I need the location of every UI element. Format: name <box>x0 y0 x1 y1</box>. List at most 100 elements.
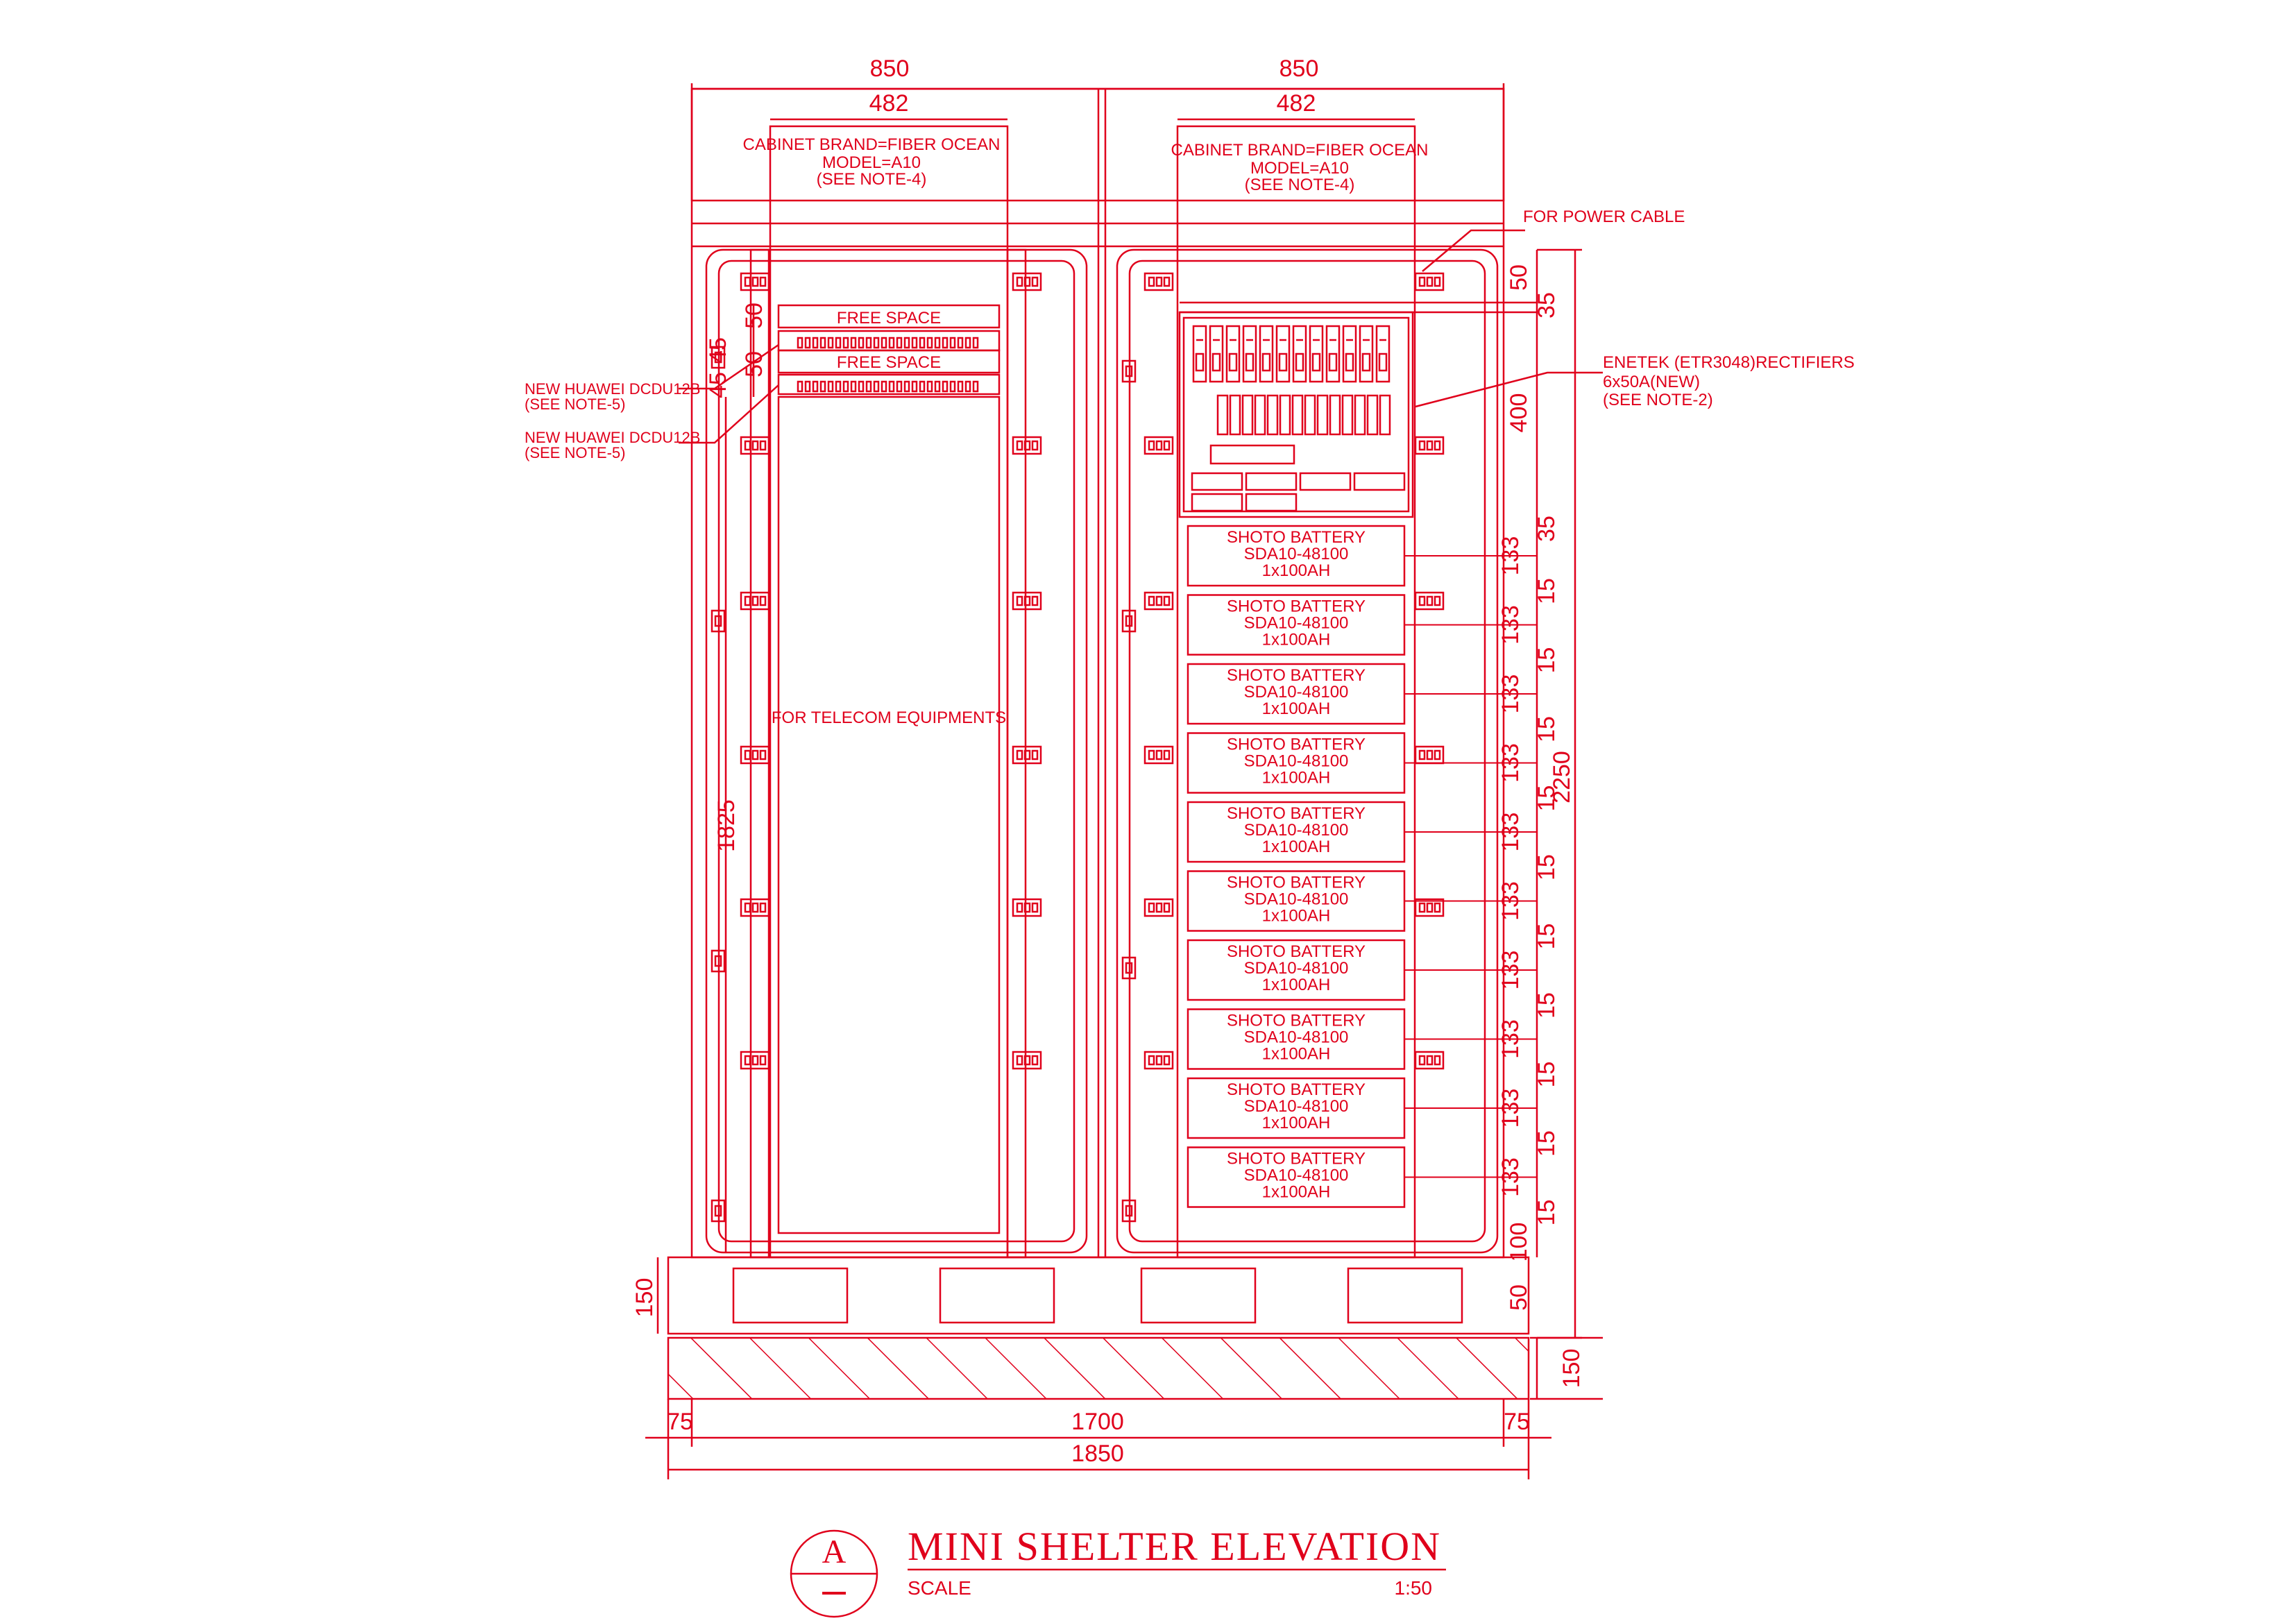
telecom-area-box <box>777 396 1001 1234</box>
drawing-title: MINI SHELTER ELEVATION <box>908 1524 1441 1569</box>
vent-grille-icon <box>1012 898 1042 917</box>
battery-label-line: SDA10-48100 <box>1244 614 1349 633</box>
leader-rectifiers <box>1415 371 1603 408</box>
battery-label-line: SHOTO BATTERY <box>1227 597 1366 616</box>
battery-label-line: SHOTO BATTERY <box>1227 942 1366 961</box>
battery-label-line: 1x100AH <box>1262 1114 1331 1132</box>
scale-value: 1:50 <box>1395 1577 1433 1599</box>
dim-2250: 2250 <box>1549 751 1575 804</box>
power-cable-label: FOR POWER CABLE <box>1523 207 1685 226</box>
vent-grille-icon <box>1414 591 1445 611</box>
svg-text:MODEL=A10: MODEL=A10 <box>822 153 921 172</box>
battery-label-line: SHOTO BATTERY <box>1227 1150 1366 1169</box>
vent-grille-icon <box>740 272 770 291</box>
dim-400: 400 <box>1506 393 1532 433</box>
scale-label: SCALE <box>908 1577 971 1599</box>
battery-label-line: 1x100AH <box>1262 699 1331 718</box>
battery-label-line: SHOTO BATTERY <box>1227 1080 1366 1099</box>
battery-label-line: SDA10-48100 <box>1244 545 1349 563</box>
dim-133: 133 <box>1497 951 1524 990</box>
battery-label-line: 1x100AH <box>1262 838 1331 856</box>
battery-label-line: SDA10-48100 <box>1244 1166 1349 1185</box>
dim-133: 133 <box>1497 1089 1524 1128</box>
dim-50-top-right: 50 <box>1506 264 1532 291</box>
dim-15: 15 <box>1533 785 1560 812</box>
battery-label-line: SDA10-48100 <box>1244 752 1349 771</box>
dim-133: 133 <box>1497 1157 1524 1197</box>
battery-label-line: SHOTO BATTERY <box>1227 528 1366 547</box>
svg-text:NEW HUAWEI DCDU12B: NEW HUAWEI DCDU12B <box>525 429 700 446</box>
vent-3 <box>1140 1267 1257 1324</box>
dim-75-right: 75 <box>1504 1409 1530 1435</box>
dim-15: 15 <box>1533 924 1560 950</box>
dim-150-base: 150 <box>631 1278 658 1318</box>
dim-133: 133 <box>1497 743 1524 783</box>
vent-grille-icon <box>1414 272 1445 291</box>
battery-label-line: SDA10-48100 <box>1244 1097 1349 1116</box>
drawing-linework <box>645 83 1603 1618</box>
vent-2 <box>939 1267 1055 1324</box>
dim-850-right: 850 <box>1279 56 1319 82</box>
telecom-area-label: FOR TELECOM EQUIPMENTS <box>772 708 1006 727</box>
free-space-label-1: FREE SPACE <box>837 309 941 328</box>
cabinet-label-left: CABINET BRAND=FIBER OCEAN MODEL=A10 (SEE… <box>743 135 1001 189</box>
battery-label-line: 1x100AH <box>1262 561 1331 580</box>
dim-15: 15 <box>1533 1062 1560 1088</box>
svg-text:6x50A(NEW): 6x50A(NEW) <box>1603 373 1700 391</box>
battery-label-line: 1x100AH <box>1262 1045 1331 1064</box>
vent-1 <box>732 1267 849 1324</box>
vent-grille-icon <box>1143 1051 1174 1070</box>
vent-grille-icon <box>1414 436 1445 455</box>
svg-text:CABINET BRAND=FIBER OCEAN: CABINET BRAND=FIBER OCEAN <box>743 135 1001 154</box>
door-latch-icon <box>1121 609 1137 633</box>
dim-15: 15 <box>1533 1130 1560 1157</box>
battery-label-line: 1x100AH <box>1262 907 1331 926</box>
dim-15: 15 <box>1533 854 1560 881</box>
free-space-1-box <box>777 304 1001 329</box>
dim-50-a: 50 <box>741 303 767 329</box>
battery-label-line: 1x100AH <box>1262 631 1331 649</box>
vent-grille-icon <box>1143 272 1174 291</box>
dim-1700: 1700 <box>1071 1409 1124 1435</box>
vent-grille-icon <box>740 898 770 917</box>
dim-1825: 1825 <box>713 799 740 852</box>
dim-100: 100 <box>1506 1223 1532 1262</box>
vent-grille-icon <box>1012 591 1042 611</box>
battery-label-line: SHOTO BATTERY <box>1227 804 1366 823</box>
dim-1850: 1850 <box>1071 1441 1124 1467</box>
dim-75-left: 75 <box>667 1409 693 1435</box>
vent-grille-icon <box>1414 898 1445 917</box>
battery-label-line: SDA10-48100 <box>1244 959 1349 978</box>
dim-133: 133 <box>1497 536 1524 576</box>
vent-grille-icon <box>1414 1051 1445 1070</box>
svg-text:(SEE NOTE-4): (SEE NOTE-4) <box>817 170 927 189</box>
svg-text:CABINET BRAND=FIBER OCEAN: CABINET BRAND=FIBER OCEAN <box>1171 141 1429 160</box>
dcdu-breaker-row <box>797 337 803 349</box>
svg-text:(SEE NOTE-4): (SEE NOTE-4) <box>1245 176 1355 194</box>
vent-grille-icon <box>740 591 770 611</box>
vent-grille-icon <box>1012 745 1042 765</box>
left-rack-outline <box>769 125 1009 1259</box>
vent-grille-icon <box>1012 1051 1042 1070</box>
vent-4 <box>1347 1267 1463 1324</box>
battery-label-line: 1x100AH <box>1262 1183 1331 1202</box>
vent-grille-icon <box>1143 745 1174 765</box>
rectifier-label: ENETEK (ETR3048)RECTIFIERS 6x50A(NEW) (S… <box>1603 353 1855 409</box>
left-door-frame <box>705 248 1088 1254</box>
svg-text:(SEE NOTE-5): (SEE NOTE-5) <box>525 396 625 413</box>
dcdu-label-1: NEW HUAWEI DCDU12B (SEE NOTE-5) <box>525 380 700 413</box>
dim-35-top: 35 <box>1533 292 1560 318</box>
dim-133: 133 <box>1497 881 1524 921</box>
free-space-label-2: FREE SPACE <box>837 353 941 372</box>
dim-133: 133 <box>1497 605 1524 645</box>
battery-label-line: SDA10-48100 <box>1244 821 1349 840</box>
rectifier-module <box>1192 325 1207 383</box>
door-latch-icon <box>711 609 726 633</box>
